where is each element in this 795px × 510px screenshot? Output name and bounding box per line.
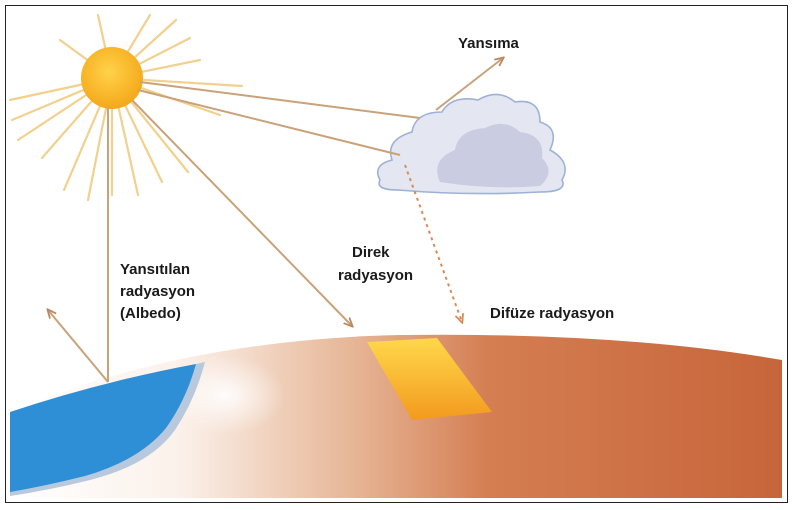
direct-radiation-arrow bbox=[131, 99, 352, 326]
label-direct-line1: Direk bbox=[352, 244, 390, 261]
direct-radiation-patch bbox=[367, 338, 492, 420]
cloud bbox=[376, 93, 566, 195]
label-reflected-line2: radyasyon bbox=[120, 283, 195, 300]
earth-surface bbox=[10, 334, 782, 498]
sun bbox=[81, 47, 143, 109]
ray-to-cloud-lower bbox=[137, 89, 401, 156]
label-direct-line2: radyasyon bbox=[338, 267, 413, 284]
radiation-arrows bbox=[48, 58, 503, 383]
reflection-arrow bbox=[435, 58, 503, 111]
ray-to-cloud-upper bbox=[139, 81, 421, 119]
albedo-reflected-arrow bbox=[48, 310, 109, 383]
label-diffuse: Difüze radyasyon bbox=[490, 305, 614, 322]
label-reflection: Yansıma bbox=[458, 35, 520, 52]
water-body bbox=[10, 362, 205, 496]
diagram-frame bbox=[5, 5, 788, 503]
label-reflected-line3: (Albedo) bbox=[120, 305, 181, 322]
label-reflected-line1: Yansıtılan bbox=[120, 261, 190, 278]
